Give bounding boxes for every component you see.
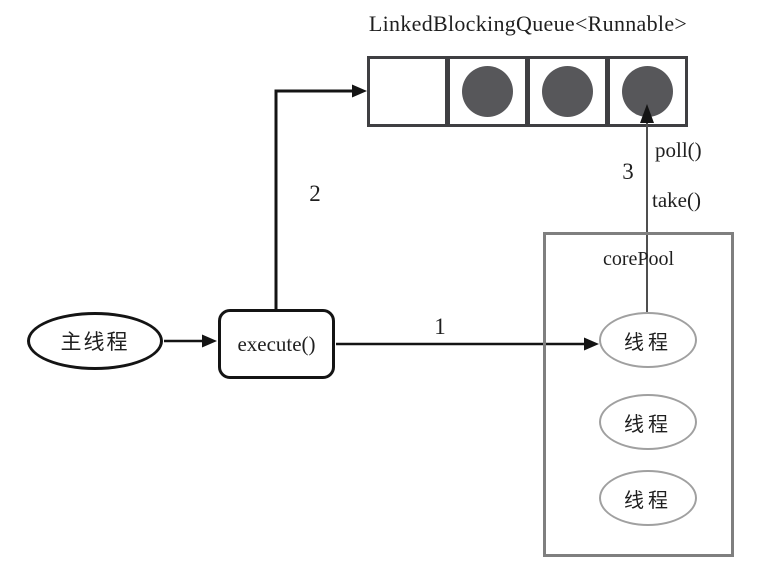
take-label: take()	[652, 188, 701, 212]
queue-cell	[370, 59, 445, 124]
queue-cell	[525, 59, 605, 124]
main-to-execute-arrow	[164, 334, 217, 348]
step1-label: 1	[434, 314, 446, 339]
task-queue	[367, 56, 688, 127]
queue-cell	[605, 59, 685, 124]
poll-label: poll()	[655, 138, 702, 162]
execute-node: execute()	[218, 309, 335, 379]
step2-label: 2	[309, 181, 321, 206]
queue-cell	[445, 59, 525, 124]
task-circle	[542, 66, 593, 117]
task-circle	[462, 66, 513, 117]
queue-title: LinkedBlockingQueue<Runnable>	[368, 11, 688, 36]
task-circle	[622, 66, 673, 117]
main-thread-node: 主线程	[27, 312, 163, 370]
core-pool-label: corePool	[602, 248, 675, 270]
core-pool-box: corePool	[543, 232, 734, 557]
step3-label: 3	[622, 159, 634, 184]
